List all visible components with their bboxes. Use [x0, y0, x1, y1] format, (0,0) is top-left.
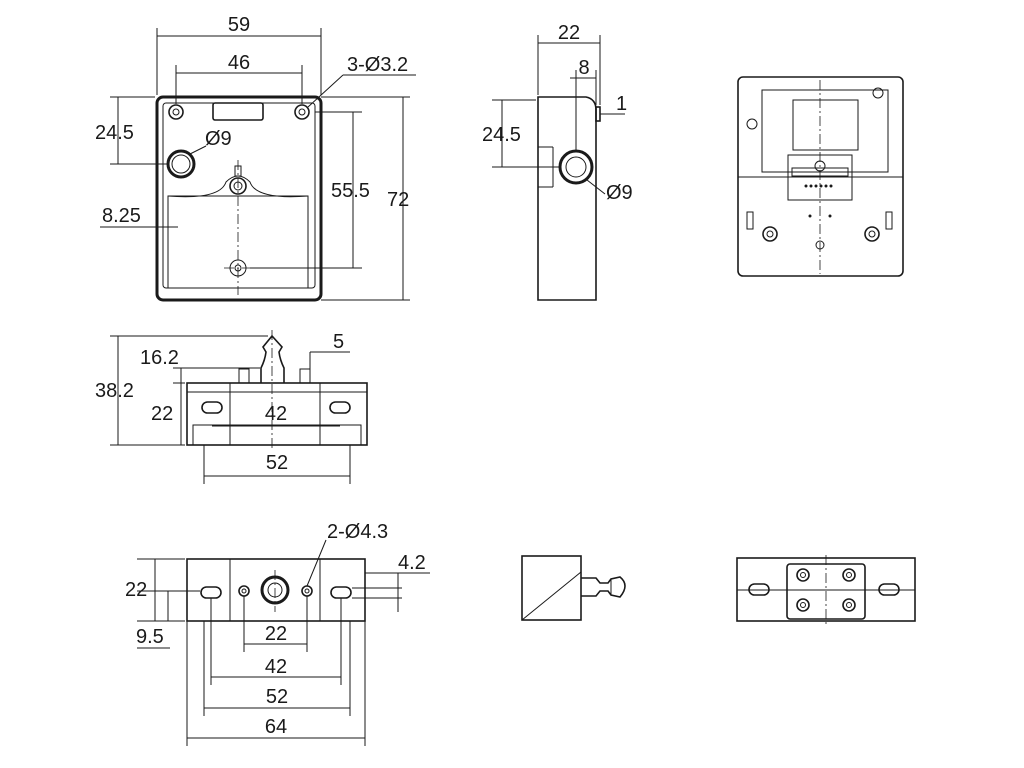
dim-front-inner-height: 55.5	[331, 180, 370, 202]
dim-top-pin-width: 5	[333, 331, 344, 353]
dim-front-top-to-hole: 24.5	[95, 122, 134, 144]
dim-side-depth: 22	[558, 22, 580, 44]
dim-side-step: 8	[578, 57, 589, 79]
rear-pin-row	[804, 184, 833, 218]
dim-side-hole-dia: Ø9	[606, 182, 633, 204]
dim-bottom-holes: 2-Ø4.3	[327, 521, 388, 543]
dim-front-hole-dia: Ø9	[205, 128, 232, 150]
dim-top-slot-spacing: 42	[265, 403, 287, 425]
dim-bottom-gap: 4.2	[398, 552, 426, 574]
dim-side-top-to-hole: 24.5	[482, 124, 521, 146]
dim-bottom-total-width: 64	[265, 716, 287, 738]
dim-front-holes: 3-Ø3.2	[347, 54, 408, 76]
back-plate-view	[736, 555, 916, 625]
top-view: 38.2 16.2 22 5 42 52	[95, 330, 368, 484]
dim-top-body-width: 52	[266, 452, 288, 474]
dim-bottom-offset: 9.5	[136, 626, 164, 648]
dim-front-hole-spacing: 46	[228, 52, 250, 74]
dim-top-total-height: 38.2	[95, 380, 134, 402]
front-view: 59 46 3-Ø3.2 24.5 Ø9 8.25 55.5 72	[95, 14, 416, 302]
rear-view	[737, 76, 904, 277]
dim-top-body-height: 22	[151, 403, 173, 425]
dim-bottom-height: 22	[125, 579, 147, 601]
dim-bottom-hole-spacing: 22	[265, 623, 287, 645]
dim-bottom-body-width: 52	[266, 686, 288, 708]
dim-front-width: 59	[228, 14, 250, 36]
bottom-view: 2-Ø4.3 22 9.5 4.2 22 42 52 64	[125, 521, 430, 746]
iso-side-view	[521, 555, 626, 621]
dim-front-edge-offset: 8.25	[102, 205, 141, 227]
side-view: 22 8 1 24.5 Ø9	[482, 22, 633, 301]
dim-side-lip: 1	[616, 93, 627, 115]
dim-top-stud-height: 16.2	[140, 347, 179, 369]
dim-bottom-slot-spacing: 42	[265, 656, 287, 678]
dim-front-height: 72	[387, 189, 409, 211]
